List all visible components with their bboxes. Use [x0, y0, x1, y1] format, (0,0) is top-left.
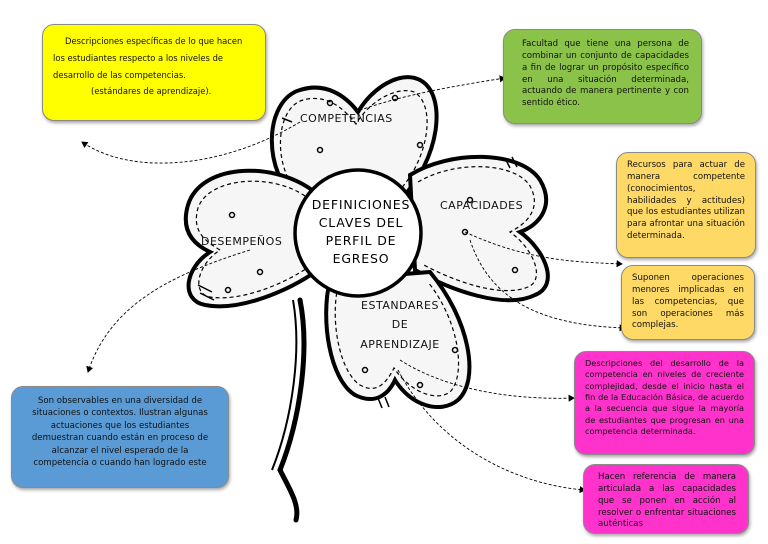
connector-capacidades-ops	[469, 239, 626, 332]
box-estandares-ref-text: Hacen referencia de manera articulada a …	[598, 472, 736, 530]
box-competencias-definicion: Facultad que tiene una persona de combin…	[503, 29, 702, 124]
box-desempenos-def-text: Son observables en una diversidad de sit…	[31, 396, 209, 469]
box-estandares-referencia: Hacen referencia de manera articulada a …	[583, 464, 749, 534]
box-capacidades-definicion: Recursos para actuar de manera competent…	[616, 152, 756, 258]
petal-competencias	[269, 75, 439, 208]
box-estandares-def-text: Descripciones del desarrollo de la compe…	[585, 358, 744, 436]
box-estandares-definicion: Descripciones del desarrollo de la compe…	[574, 351, 755, 455]
center-title-line4: EGRESO	[332, 251, 390, 267]
box-estandares-desc-line1: Descripciones específicas de lo que hace…	[65, 36, 243, 46]
label-estandares-line2: DE	[391, 318, 409, 332]
box-competencias-def-text: Facultad que tiene una persona de combin…	[522, 39, 689, 109]
center-title: DEFINICIONES CLAVES DEL PERFIL DE EGRESO	[298, 196, 424, 269]
box-capacidades-operaciones: Suponen operaciones menores implicadas e…	[621, 265, 755, 340]
center-title-line3: PERFIL DE	[325, 233, 397, 249]
box-capacidades-ops-text: Suponen operaciones menores implicadas e…	[632, 273, 744, 331]
box-estandares-desc-line4: (estándares de aprendizaje).	[91, 86, 212, 97]
connector-estandares-ref	[397, 369, 586, 494]
center-title-line2: CLAVES DEL	[318, 215, 404, 231]
label-competencias: COMPETENCIAS	[300, 112, 393, 125]
label-capacidades: CAPACIDADES	[440, 199, 524, 212]
box-capacidades-def-text: Recursos para actuar de manera competent…	[627, 160, 745, 242]
label-estandares-line1: ESTANDARES	[361, 299, 439, 312]
petal-capacidades	[407, 154, 550, 303]
label-estandares: ESTANDARES DE APRENDIZAJE	[348, 296, 452, 354]
box-estandares-desc-line2: los estudiantes respecto a los niveles d…	[53, 52, 224, 63]
connector-competencias	[354, 75, 506, 113]
center-title-line1: DEFINICIONES	[311, 197, 411, 212]
connector-desempenos	[86, 249, 251, 373]
center-circle	[293, 168, 423, 298]
petal-desempenos	[183, 168, 321, 309]
connector-estandares-desc	[81, 121, 301, 164]
connector-capacidades-def	[464, 231, 623, 268]
flower-stem-outline	[271, 299, 298, 471]
connector-estandares-def	[399, 359, 575, 402]
box-estandares-descripciones: Descripciones específicas de lo que hace…	[42, 24, 266, 121]
flower-stem	[277, 297, 307, 523]
petal-estandares	[324, 269, 472, 410]
box-estandares-desc-line3: desarrollo de las competencias.	[53, 69, 186, 80]
label-estandares-line3: APRENDIZAJE	[360, 337, 440, 351]
box-desempenos-definicion: Son observables en una diversidad de sit…	[11, 386, 229, 488]
label-desempenos: DESEMPEÑOS	[201, 235, 283, 248]
